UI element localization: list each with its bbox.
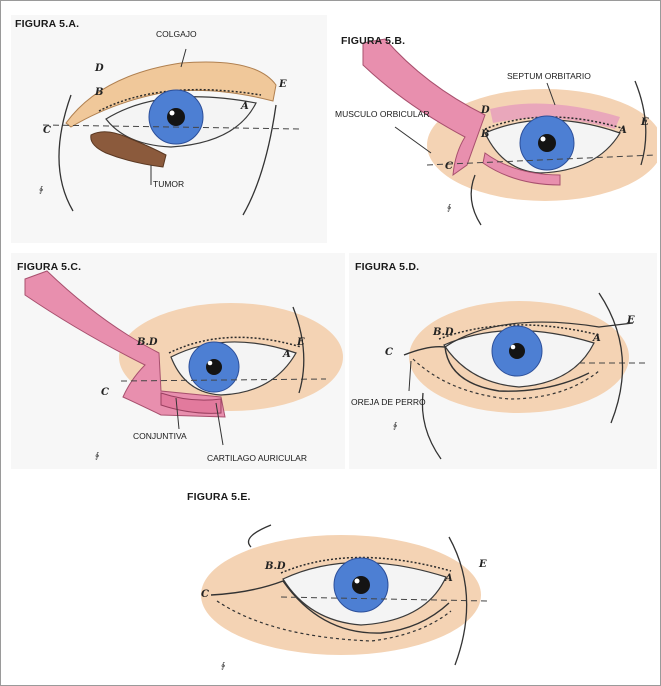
muscle-label: MUSCULO ORBICULAR bbox=[335, 109, 429, 119]
cartilage-label: CARTILAGO AURICULAR bbox=[207, 453, 307, 463]
eye-highlight bbox=[208, 361, 213, 366]
flap-label: COLGAJO bbox=[156, 29, 197, 39]
point-bd: B.D bbox=[433, 327, 454, 338]
panel-5a: FIGURA 5.A. COLGAJO TUMOR D B C E A ∳ bbox=[11, 15, 327, 243]
point-e: E bbox=[641, 117, 649, 128]
point-c: C bbox=[101, 387, 109, 398]
pupil bbox=[167, 108, 185, 126]
point-c: C bbox=[385, 347, 393, 358]
panel-5b: FIGURA 5.B. SEPTUM ORBITARIO MUSCULO ORB… bbox=[335, 25, 657, 235]
point-e: E bbox=[627, 315, 635, 326]
artist-signature: ∳ bbox=[393, 421, 397, 430]
point-b: B bbox=[95, 87, 103, 98]
point-a: A bbox=[619, 125, 627, 136]
point-a: A bbox=[241, 101, 249, 112]
artist-signature: ∳ bbox=[447, 203, 451, 212]
panel-5c-title: FIGURA 5.C. bbox=[17, 261, 81, 273]
panel-5a-title: FIGURA 5.A. bbox=[15, 18, 79, 30]
point-b: B bbox=[481, 129, 489, 140]
panel-5c: FIGURA 5.C. CONJUNTIVA CARTILAGO AURICUL… bbox=[11, 253, 345, 469]
orbicularis-muscle bbox=[363, 39, 485, 175]
pupil bbox=[352, 576, 370, 594]
septum-label: SEPTUM ORBITARIO bbox=[507, 71, 591, 81]
panel-5b-title: FIGURA 5.B. bbox=[341, 35, 405, 47]
panel-5a-drawing bbox=[11, 15, 327, 243]
point-bd: B.D bbox=[265, 561, 286, 572]
panel-5d: FIGURA 5.D. OREJA DE PERRO B.D C E A ∳ bbox=[349, 253, 657, 469]
point-c: C bbox=[201, 589, 209, 600]
point-a: A bbox=[445, 573, 453, 584]
point-c: C bbox=[445, 161, 453, 172]
artist-signature: ∳ bbox=[221, 661, 225, 670]
point-d: D bbox=[481, 105, 490, 116]
orbit-arc-top-left bbox=[249, 525, 272, 547]
eye-highlight bbox=[355, 579, 360, 584]
point-e: E bbox=[297, 337, 305, 348]
panel-5b-drawing bbox=[335, 25, 657, 235]
eye-highlight bbox=[511, 345, 516, 350]
panel-5e-title: FIGURA 5.E. bbox=[187, 491, 251, 503]
orbit-arc-right bbox=[243, 105, 276, 215]
point-e: E bbox=[279, 79, 287, 90]
tumor-label: TUMOR bbox=[153, 179, 184, 189]
artist-signature: ∳ bbox=[39, 185, 43, 194]
conjunctiva-label: CONJUNTIVA bbox=[133, 431, 187, 441]
pupil bbox=[538, 134, 556, 152]
point-d: D bbox=[95, 63, 104, 74]
panel-5d-title: FIGURA 5.D. bbox=[355, 261, 419, 273]
point-e: E bbox=[479, 559, 487, 570]
panel-5d-drawing bbox=[349, 253, 657, 469]
point-a: A bbox=[283, 349, 291, 360]
dogear-label: OREJA DE PERRO bbox=[351, 397, 426, 407]
dogear-pointer bbox=[409, 361, 411, 391]
point-bd: B.D bbox=[137, 337, 158, 348]
eye-highlight bbox=[541, 137, 546, 142]
artist-signature: ∳ bbox=[95, 451, 99, 460]
panel-5e: FIGURA 5.E. B.D C E A ∳ bbox=[181, 485, 491, 681]
eye-highlight bbox=[170, 111, 175, 116]
muscle-pointer bbox=[395, 127, 431, 153]
orbit-arc-left bbox=[59, 95, 73, 211]
point-a: A bbox=[593, 333, 601, 344]
point-c: C bbox=[43, 125, 51, 136]
